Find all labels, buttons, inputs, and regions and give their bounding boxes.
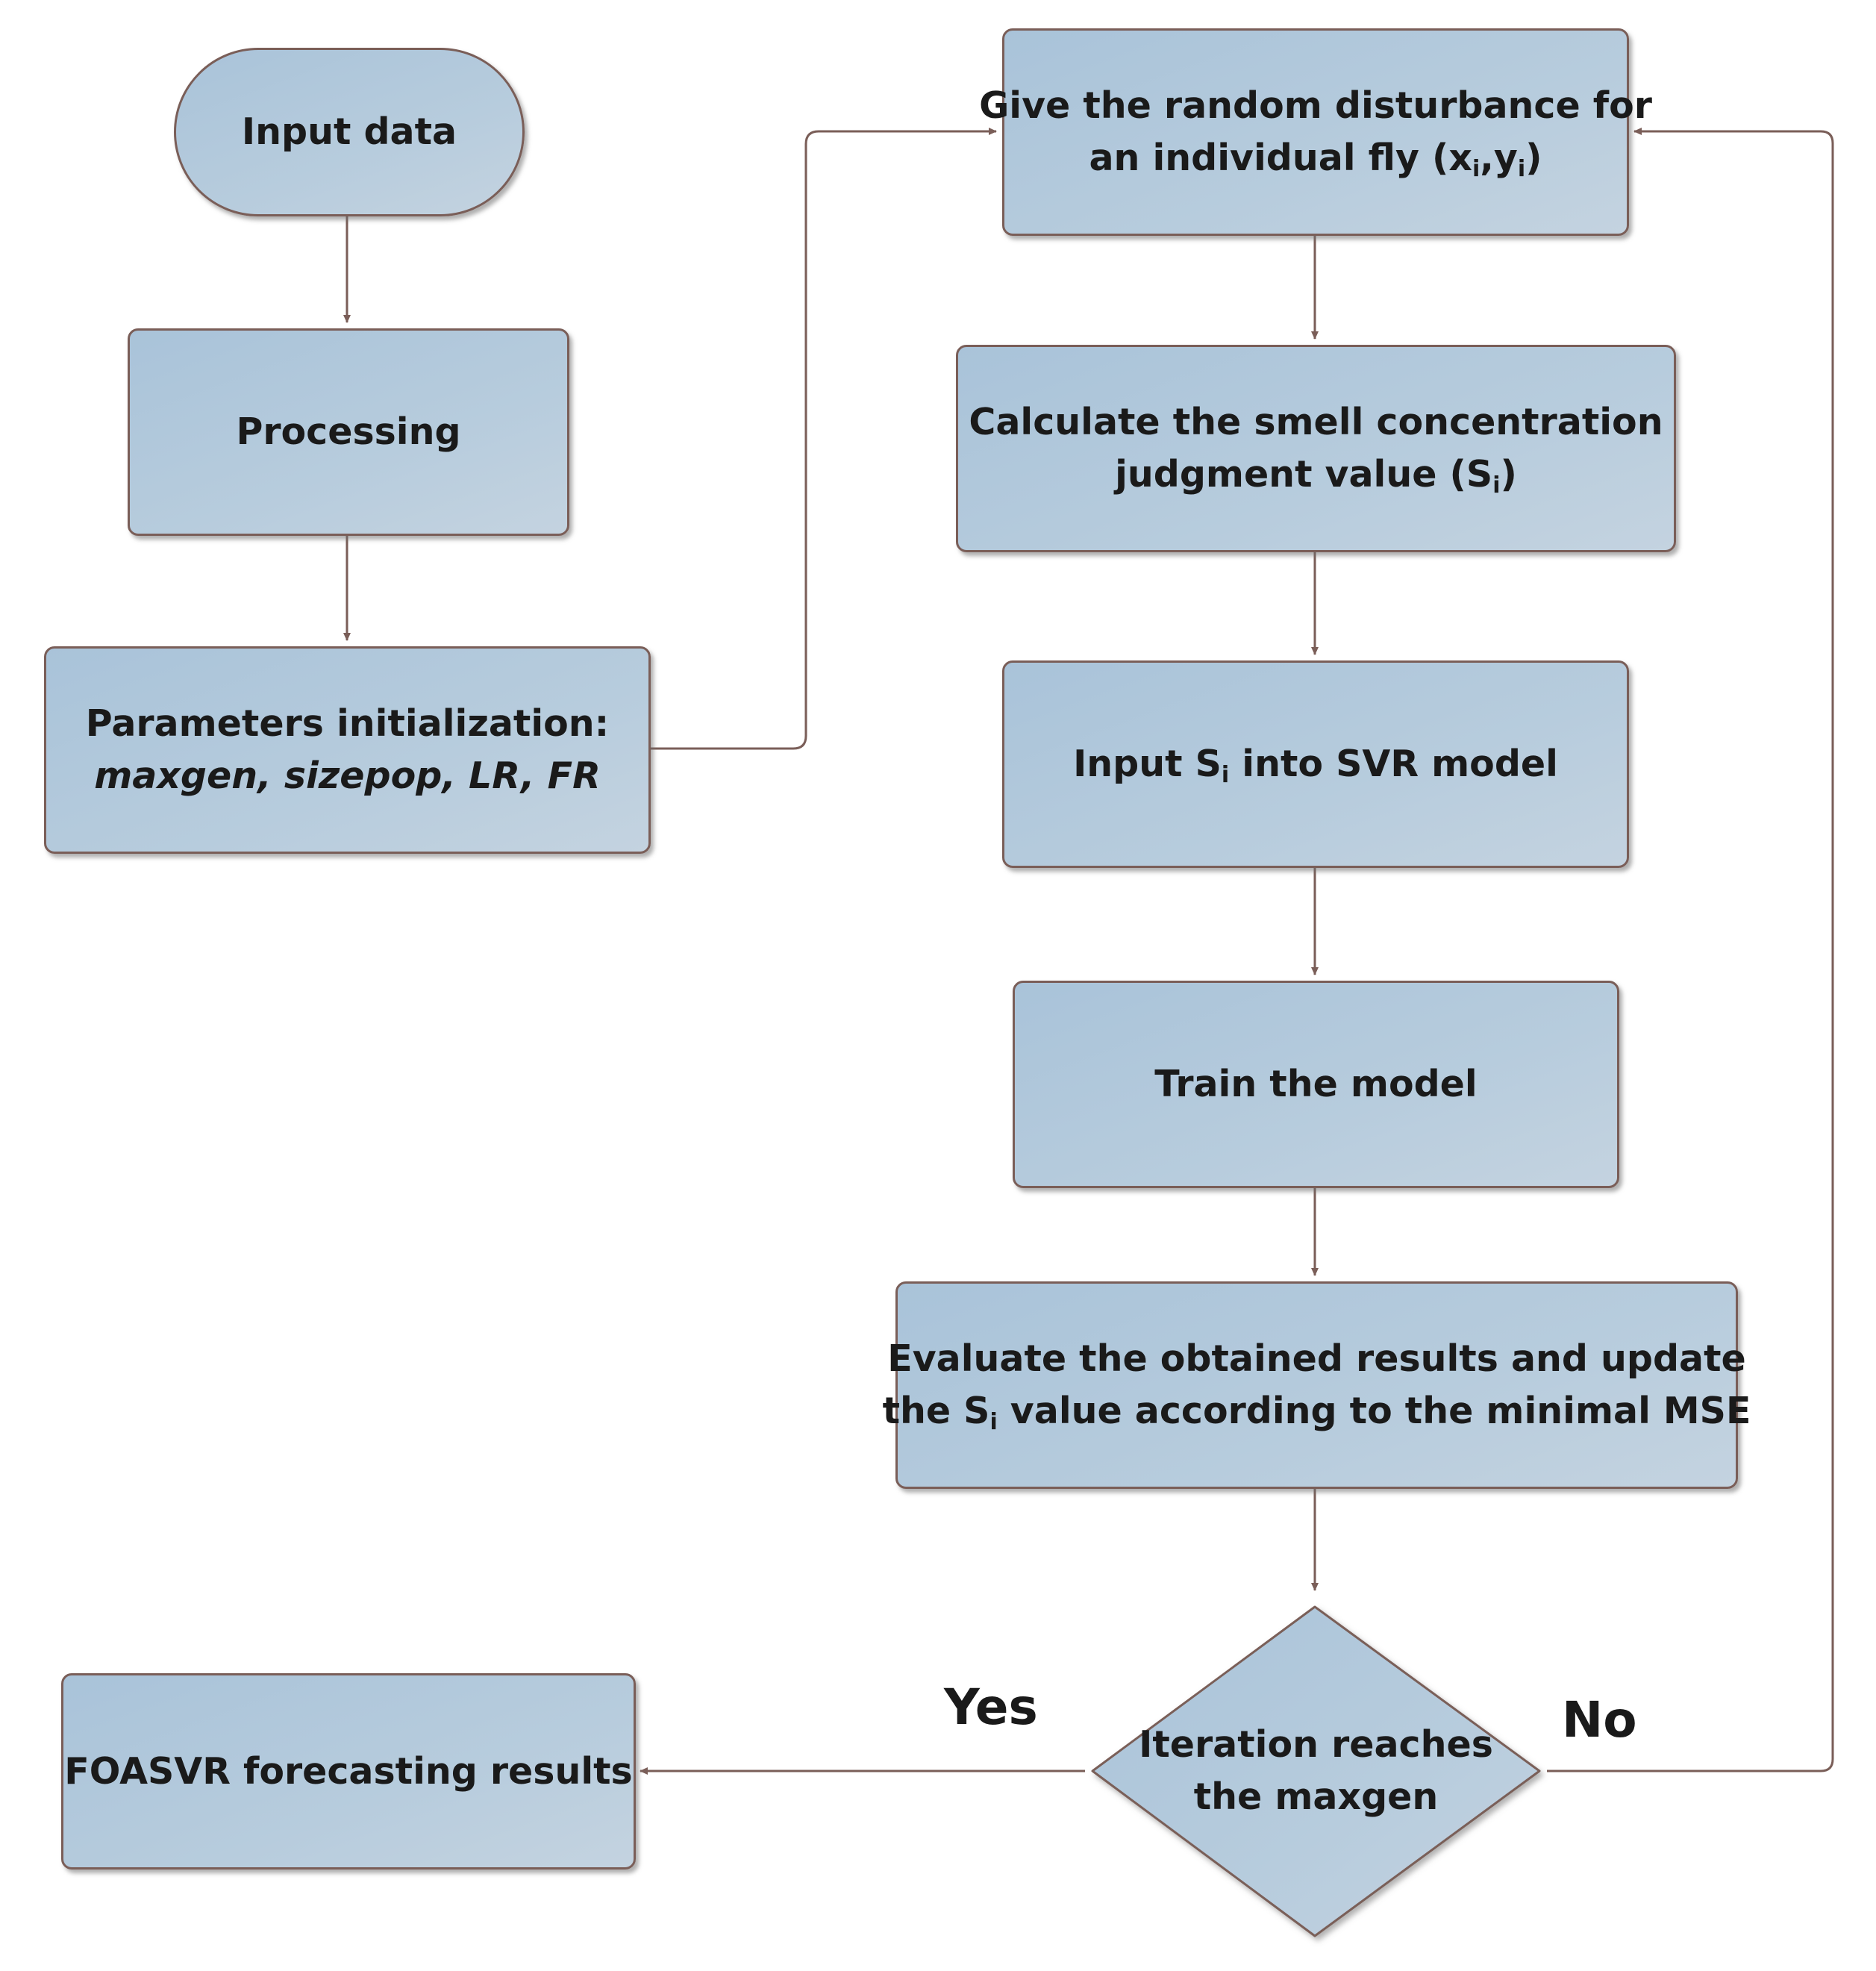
decision-line1: Iteration reaches [1139,1723,1493,1766]
disturbance-line2: an individual fly (xi,yi) [1089,132,1542,184]
result-label: FOASVR forecasting results [64,1749,633,1793]
evaluate-line2: the Si value according to the minimal MS… [883,1385,1751,1437]
evaluate-line2-prefix: the S [882,1390,990,1432]
subscript-i: i [989,1409,998,1435]
svr-label-prefix: Input S [1073,743,1222,785]
param-lr: LR [469,755,521,797]
train-label: Train the model [1154,1063,1478,1105]
input-data-label: Input data [241,110,457,153]
param-separator: , [442,755,469,797]
smell-line1: Calculate the smell concentration [969,401,1663,443]
input-svr-node: Input Si into SVR model [1002,660,1629,868]
random-disturbance-node: Give the random disturbance for an indiv… [979,28,1652,236]
smell-line2-prefix: judgment value (S [1115,453,1493,496]
parameters-list: maxgen, sizepop, LR, FR [94,750,601,802]
disturbance-line2-mid: ,y [1480,137,1518,179]
evaluate-line1: Evaluate the obtained results and update [887,1337,1746,1380]
subscript-i: i [1517,156,1526,182]
disturbance-line2-close: ) [1525,137,1542,179]
decision-label: Iteration reaches the maxgen [1092,1667,1539,1875]
parameters-initialization-node: Parameters initialization: maxgen, sizep… [44,646,651,854]
subscript-i: i [1492,472,1501,499]
disturbance-line1: Give the random disturbance for [979,84,1652,127]
smell-concentration-node: Calculate the smell concentration judgme… [956,345,1676,552]
subscript-i: i [1472,156,1481,182]
param-separator: , [257,755,284,797]
forecasting-results-node: FOASVR forecasting results [61,1673,636,1870]
smell-line2: judgment value (Si) [1115,449,1517,501]
param-maxgen: maxgen [94,755,258,797]
input-data-node: Input data [174,48,525,216]
param-fr: FR [547,755,601,797]
svr-label-suffix: into SVR model [1229,743,1558,785]
processing-node: Processing [128,328,569,536]
arrow-decision-no-to-disturbance [1547,128,1834,1772]
processing-label: Processing [236,410,461,453]
arrow-params-to-disturbance [651,128,997,750]
decision-diamond [1091,1605,1541,1937]
edge-label-yes: Yes [944,1678,1038,1736]
subscript-i: i [1221,762,1230,788]
svr-label: Input Si into SVR model [1073,738,1558,790]
disturbance-line2-prefix: an individual fly (x [1089,137,1472,179]
evaluate-line2-suffix: value according to the minimal MSE [997,1390,1751,1432]
param-separator: , [520,755,548,797]
evaluate-results-node: Evaluate the obtained results and update… [883,1281,1751,1489]
train-model-node: Train the model [1013,981,1619,1188]
smell-line2-close: ) [1500,453,1517,496]
param-sizepop: sizepop [284,755,443,797]
parameters-title: Parameters initialization: [85,702,610,745]
decision-line2: the maxgen [1193,1775,1439,1818]
edge-label-no: No [1562,1691,1637,1749]
